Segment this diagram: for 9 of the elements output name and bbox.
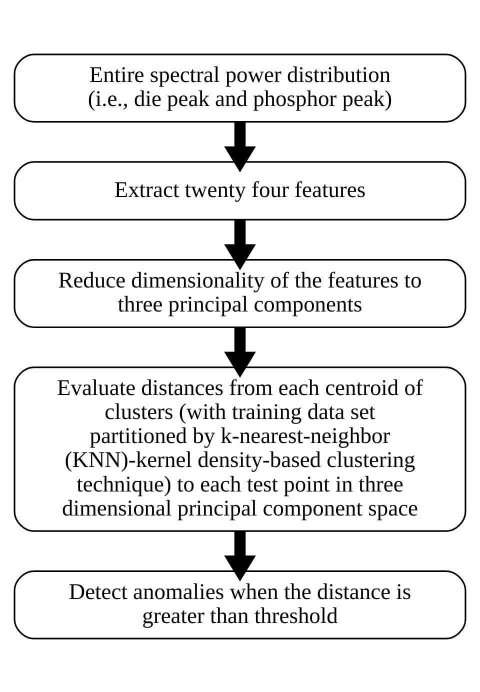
arrow [224,326,256,378]
node-box: Extract twenty four features [14,160,466,220]
arrow [224,122,256,172]
node-box: Entire spectral power distribution (i.e., die peak and phosphor peak) [14,53,466,122]
node-box: Detect anomalies when the distance is greater than threshold [14,570,466,639]
arrow [224,220,256,270]
arrow [224,530,256,582]
node-box: Evaluate distances from each centroid of clusters (with training data set partitioned by k-nearest-neighbor (KNN)-kernel density-based clustering technique) to each test point in three dimensional principal component space [14,366,466,532]
node-box: Reduce dimensionality of the features to three principal components [14,258,466,328]
